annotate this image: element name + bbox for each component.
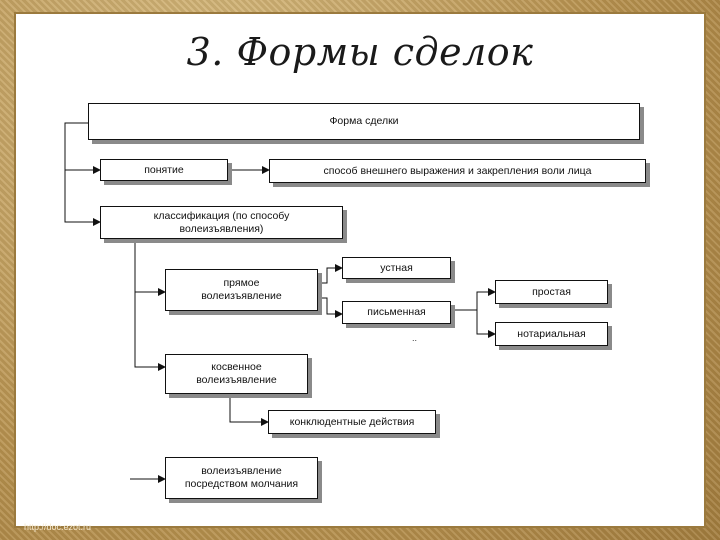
stray-dots: .. [412,333,418,343]
direct-to-oral-connector [318,264,343,284]
slide-title: 3. Формы сделок [186,30,534,74]
written-to-simple-connector [451,288,496,311]
root-to-classification-connector [64,170,101,226]
concept-description-box: способ внешнего выражения и закрепления … [269,159,646,183]
classification-to-indirect-connector [134,292,166,371]
root-to-concept-connector [64,122,101,174]
diagram-canvas: Форма сделки понятие способ внешнего выр… [55,93,660,515]
concept-box: понятие [100,159,228,181]
watermark: http://doc.ezot.ru [24,522,92,532]
classification-box: классификация (по способу волеизъявления… [100,206,343,239]
classification-to-direct-connector [134,238,166,296]
direct-expression-box: прямое волеизъявление [165,269,318,311]
connector-lines [64,122,496,483]
indirect-expression-box: косвенное волеизъявление [165,354,308,394]
oral-box: устная [342,257,451,279]
written-box: письменная [342,301,451,324]
root-box: Форма сделки [88,103,640,140]
simple-box: простая [495,280,608,304]
direct-to-written-connector [318,297,343,318]
written-to-notarial-connector [476,310,496,338]
silence-expression-box: волеизъявление посредством молчания [165,457,318,499]
indirect-to-conclusive-connector [229,393,269,426]
conclusive-actions-box: конклюдентные действия [268,410,436,434]
notarial-box: нотариальная [495,322,608,346]
